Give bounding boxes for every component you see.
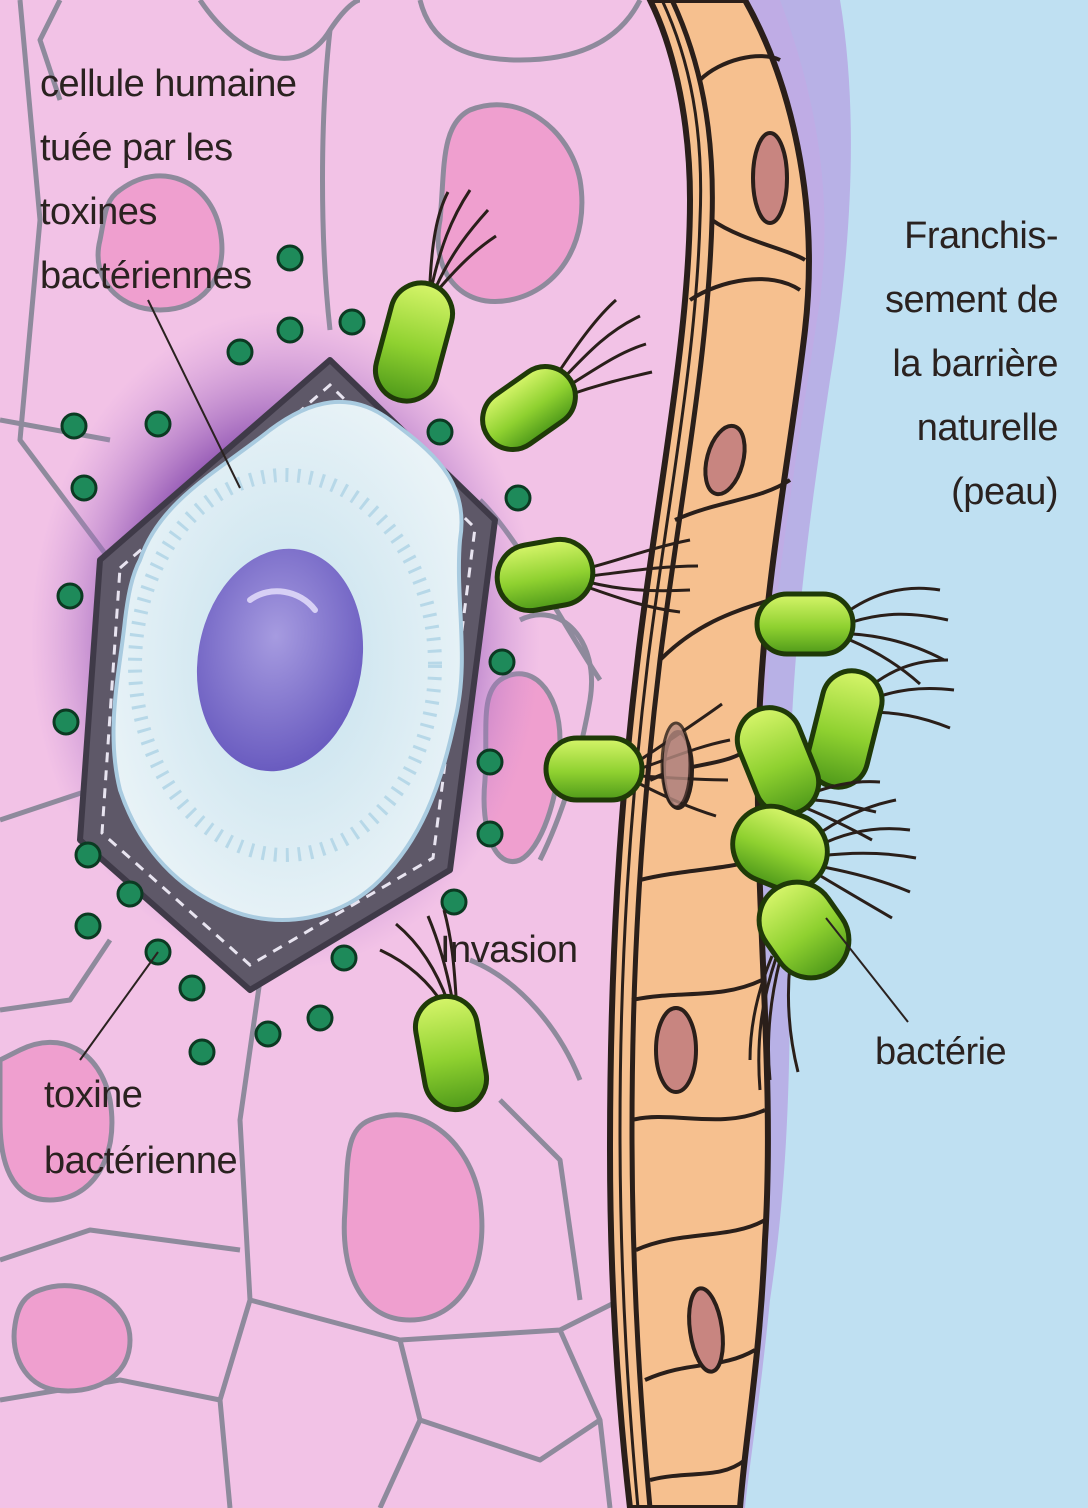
label-bacterium: bactérie <box>875 1022 1006 1082</box>
label-line: toxine <box>44 1062 237 1128</box>
label-line: tuée par les <box>40 116 297 180</box>
label-invasion: Invasion <box>440 920 578 980</box>
label-line: cellule humaine <box>40 52 297 116</box>
label-line: naturelle <box>885 396 1058 460</box>
label-line: bactérienne <box>44 1128 237 1194</box>
label-line: (peau) <box>885 460 1058 524</box>
label-line: Franchis- <box>885 204 1058 268</box>
label-barrier-crossing: Franchis- sement de la barrière naturell… <box>885 204 1058 524</box>
label-line: bactériennes <box>40 244 297 308</box>
label-line: la barrière <box>885 332 1058 396</box>
label-dead-cell: cellule humaine tuée par les toxines bac… <box>40 52 297 308</box>
label-line: sement de <box>885 268 1058 332</box>
label-line: toxines <box>40 180 297 244</box>
label-toxin: toxine bactérienne <box>44 1062 237 1194</box>
